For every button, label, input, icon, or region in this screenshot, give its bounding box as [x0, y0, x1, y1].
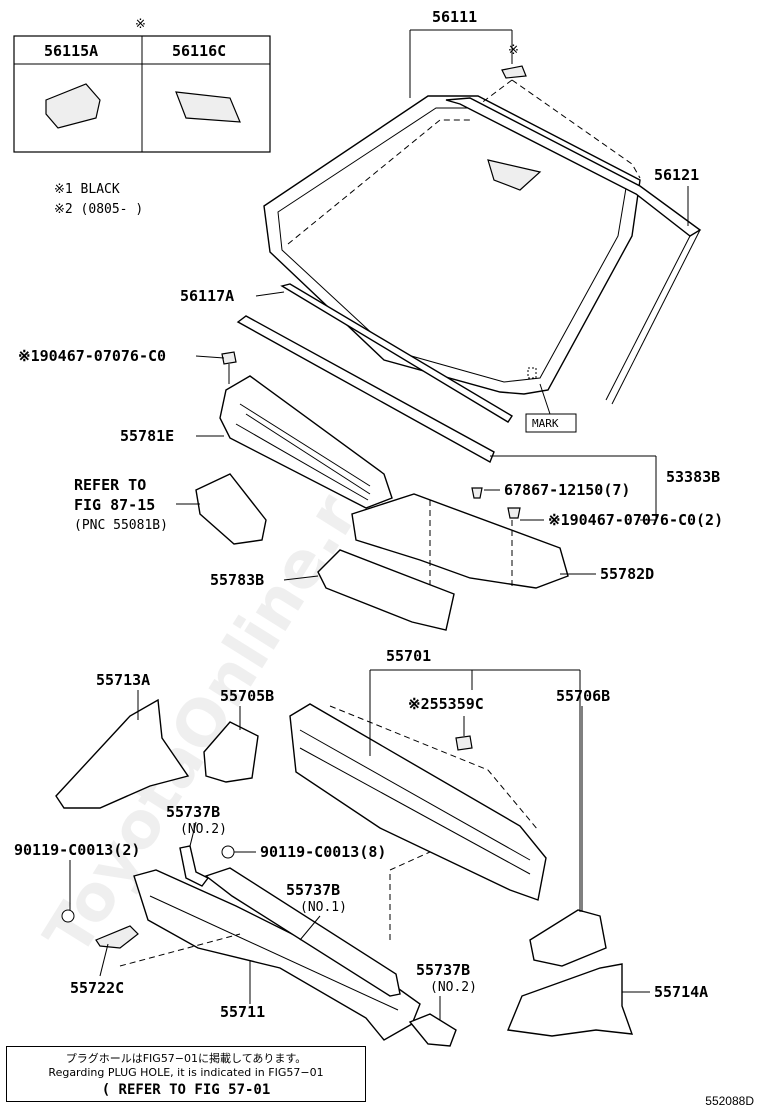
clip-90467b-drawing — [507, 507, 521, 519]
inset-mark: ※ — [135, 17, 146, 32]
label-refer-fig: FIG 87-15 — [74, 496, 155, 514]
part-55783B-drawing — [317, 549, 455, 631]
label-90467-a: ※190467-07076-C0 — [18, 347, 166, 365]
label-56121: 56121 — [654, 166, 699, 184]
label-55722C: 55722C — [70, 979, 124, 997]
label-53383B: 53383B — [666, 468, 720, 486]
label-55711: 55711 — [220, 1003, 265, 1021]
label-55706B: 55706B — [556, 687, 610, 705]
label-55714A: 55714A — [654, 983, 708, 1001]
bolt-90119-drawing — [61, 909, 75, 923]
label-56111: 56111 — [432, 8, 477, 26]
part-56115A-drawing — [45, 83, 101, 129]
part-55713A-drawing — [55, 698, 190, 809]
clip-90467-drawing — [221, 351, 237, 365]
label-67867: 67867-12150(7) — [504, 481, 630, 499]
footer-note-line1: プラグホールはFIG57−01に掲載してあります。 — [65, 1052, 307, 1065]
clip-67867-drawing — [471, 487, 483, 499]
part-56121-molding — [445, 97, 702, 237]
label-refer-pnc: (PNC 55081B) — [74, 518, 168, 533]
duct-refer-drawing — [195, 473, 267, 545]
part-55722C-drawing — [95, 925, 139, 949]
part-55737B-no1 — [204, 867, 401, 997]
diagram-code: 552088D — [705, 1094, 754, 1108]
part-55782D-drawing — [351, 493, 569, 589]
part-55706B-drawing — [529, 909, 607, 967]
inset-table: ※ 56115A 56116C — [13, 17, 271, 153]
part-55701-dash-panel — [289, 703, 547, 901]
label-no1: (NO.1) — [300, 900, 347, 915]
part-55711-cowl-lower — [133, 869, 421, 1041]
label-star: ※ — [508, 43, 519, 58]
inset-col2-label: 56116C — [172, 42, 226, 60]
part-star-clip — [501, 65, 527, 79]
label-55737B-1: 55737B — [166, 803, 220, 821]
label-55705B: 55705B — [220, 687, 274, 705]
label-90119-2: 90119-C0013(2) — [14, 841, 140, 859]
label-55737B-3: 55737B — [416, 961, 470, 979]
label-no2-b: (NO.2) — [430, 980, 477, 995]
part-55705B-drawing — [203, 721, 259, 783]
inset-col1-label: 56115A — [44, 42, 98, 60]
mark-box — [525, 413, 577, 433]
footer-note-line3: ( REFER TO FIG 57-01 — [101, 1082, 271, 1098]
label-refer-to: REFER TO — [74, 476, 146, 494]
part-55714A-drawing — [507, 963, 634, 1037]
note-1: ※1 BLACK — [54, 182, 120, 197]
footer-note-box: プラグホールはFIG57−01に掲載してあります。 Regarding PLUG… — [6, 1046, 366, 1102]
label-56117A: 56117A — [180, 287, 234, 305]
label-55783B: 55783B — [210, 571, 264, 589]
windshield-group — [263, 65, 702, 405]
mirror-mount-drawing — [487, 159, 542, 191]
label-90119-8: 90119-C0013(8) — [260, 843, 386, 861]
label-55737B-2: 55737B — [286, 881, 340, 899]
label-no2-a: (NO.2) — [180, 822, 227, 837]
label-55701: 55701 — [386, 647, 431, 665]
part-56117A-strip-lower — [236, 315, 495, 463]
label-90467-b: ※190467-07076-C0(2) — [548, 511, 723, 529]
part-55359C-drawing — [455, 735, 473, 751]
label-55781E: 55781E — [120, 427, 174, 445]
note-2: ※2 (0805- ) — [54, 202, 143, 217]
leader-lines — [69, 29, 689, 1020]
part-56111-windshield — [263, 95, 641, 395]
part-55781E-cowl-top — [219, 375, 393, 509]
label-55713A: 55713A — [96, 671, 150, 689]
footer-note-line2: Regarding PLUG HOLE, it is indicated in … — [48, 1066, 324, 1079]
bolt-90119-8-drawing — [221, 845, 235, 859]
part-56116C-drawing — [175, 91, 241, 123]
part-55737B-no2a — [179, 845, 210, 887]
label-55359C: ※255359C — [408, 695, 484, 713]
label-55782D: 55782D — [600, 565, 654, 583]
part-55737B-no2b — [408, 1013, 457, 1047]
label-mark: MARK — [532, 417, 559, 430]
part-56117A-strip — [280, 283, 513, 423]
